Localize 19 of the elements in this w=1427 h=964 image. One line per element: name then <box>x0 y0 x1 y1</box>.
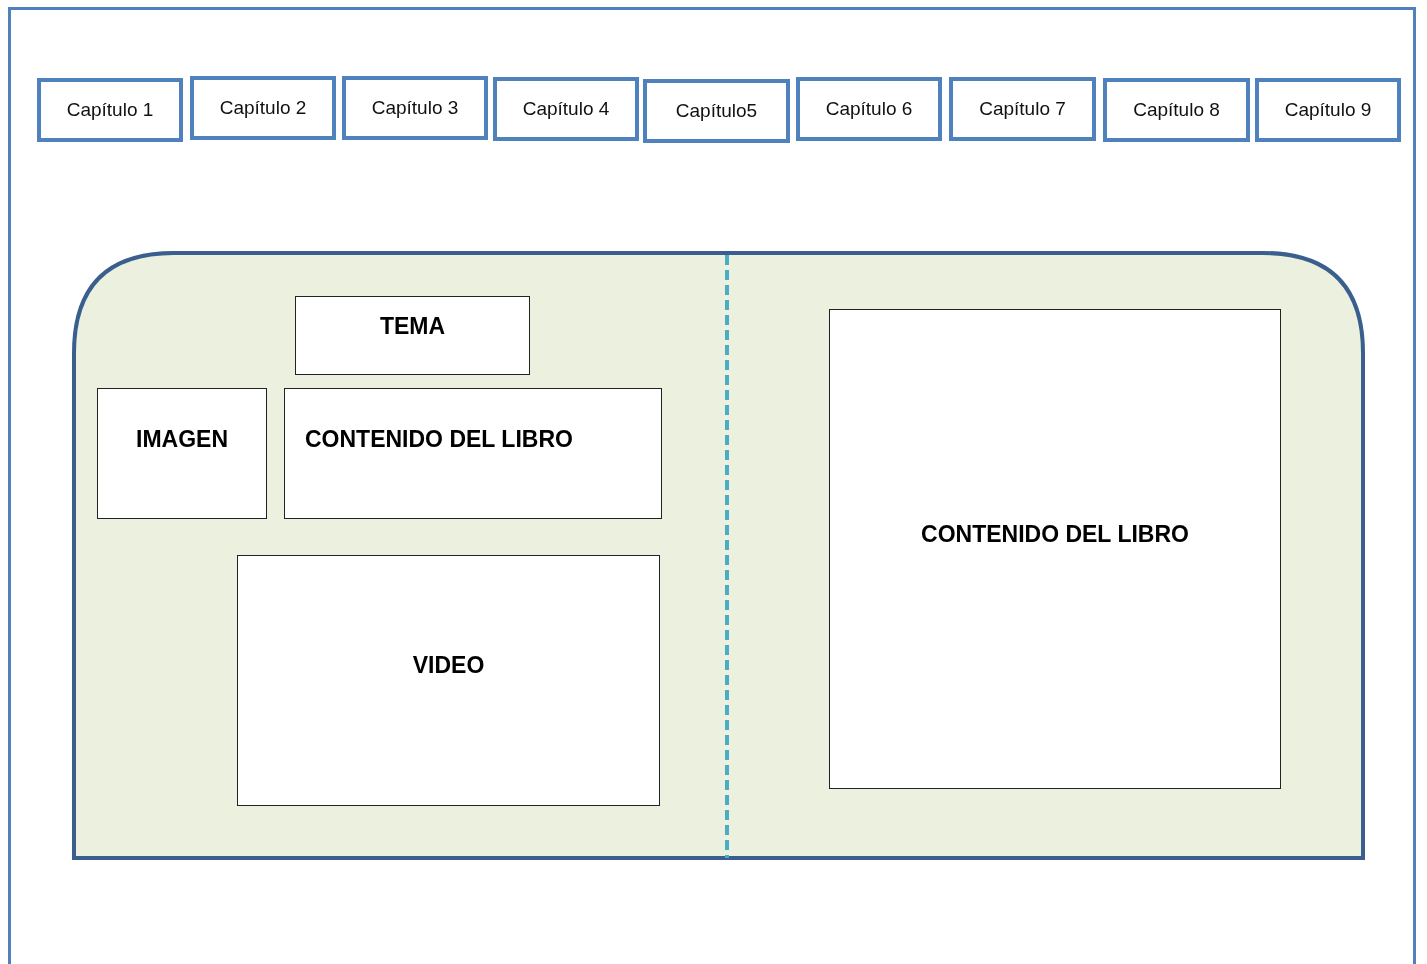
chapter-tab: Capítulo 7 <box>949 77 1096 141</box>
content-box <box>295 296 530 375</box>
content-box <box>284 388 662 519</box>
chapter-tab: Capítulo 9 <box>1255 78 1401 142</box>
box-title: VIDEO <box>411 652 486 679</box>
box-title: CONTENIDO DEL LIBRO <box>920 521 1190 548</box>
chapter-tab: Capítulo 4 <box>493 77 639 141</box>
chapter-tab: Capítulo 2 <box>190 76 336 140</box>
box-title: IMAGEN <box>135 426 229 453</box>
chapter-tab: Capítulo 6 <box>796 77 942 141</box>
chapter-tab: Capítulo 3 <box>342 76 488 140</box>
content-box <box>829 309 1281 789</box>
chapter-tab: Capítulo5 <box>643 79 790 143</box>
box-title: TEMA <box>378 313 447 340</box>
chapter-tab: Capítulo 1 <box>37 78 183 142</box>
chapter-tab: Capítulo 8 <box>1103 78 1250 142</box>
content-box <box>237 555 660 806</box>
content-box <box>97 388 267 519</box>
box-title: CONTENIDO DEL LIBRO <box>305 426 573 453</box>
